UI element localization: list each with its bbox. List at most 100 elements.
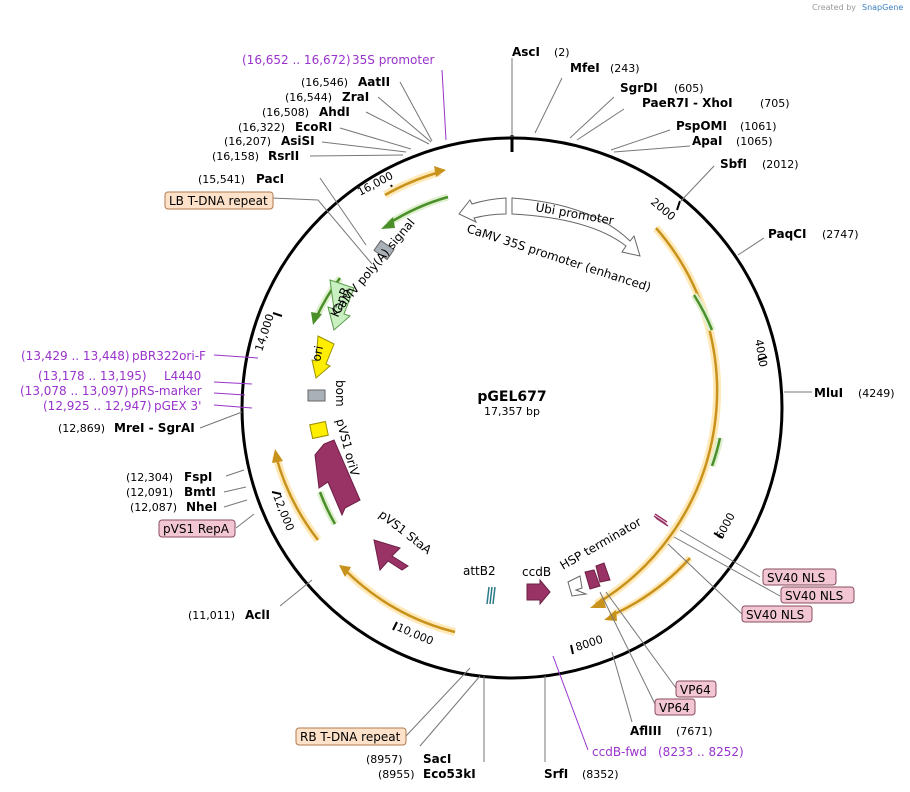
enz-nhei: NheI — [186, 500, 217, 514]
attb2-label: attB2 — [463, 564, 496, 578]
enzyme-labels: AscI (2) MfeI (243) SgrDI (605) PaeR7I -… — [58, 45, 895, 781]
primer-pbr322ori-f: pBR322ori-F — [132, 349, 206, 363]
vp64-shape-1 — [584, 569, 601, 590]
orf-arrowhead-bottom — [339, 565, 351, 577]
svg-text:(2747): (2747) — [822, 228, 859, 241]
orf-arrowhead-right — [590, 597, 606, 608]
svg-text:(8352): (8352) — [582, 768, 619, 781]
svg-text:(16,508): (16,508) — [262, 106, 309, 119]
enz-ecori: EcoRI — [295, 120, 332, 134]
svg-text:(12,304): (12,304) — [126, 471, 173, 484]
outer-orf-arcs — [272, 166, 722, 636]
pvs1-oriv-arrow — [314, 439, 361, 517]
enz-rsrii: RsrII — [268, 149, 299, 163]
orf-arc-right — [595, 227, 719, 606]
tick-8000: 8000 — [574, 633, 605, 654]
orf-arc-bottom — [344, 569, 456, 634]
plasmid-length: 17,357 bp — [484, 405, 540, 418]
sv40-nls-label-1: SV40 NLS — [767, 571, 825, 585]
svg-text:(12,091): (12,091) — [126, 486, 173, 499]
svg-text:(11,011): (11,011) — [188, 609, 235, 622]
ubi-promoter-arrow — [511, 197, 641, 257]
enz-saci: SacI — [423, 752, 451, 766]
svg-text:(16,546): (16,546) — [301, 76, 348, 89]
enz-mlui: MluI — [814, 386, 843, 400]
sv40-nls-label-2: SV40 NLS — [785, 589, 843, 603]
vp64-shape-2 — [595, 562, 611, 583]
enz-acli: AclI — [245, 608, 270, 622]
promoter-arrows — [458, 197, 641, 257]
bom-box — [307, 389, 326, 402]
pvs1-staa-arrow — [373, 539, 409, 572]
enz-eco53ki: Eco53kI — [423, 767, 476, 781]
credit-text: Created by — [812, 3, 856, 12]
camv35s-promoter-arrow — [458, 197, 507, 224]
svg-text:(16,207): (16,207) — [224, 135, 271, 148]
svg-text:(13,178 .. 13,195): (13,178 .. 13,195) — [38, 369, 147, 383]
enz-sgrdi: SgrDI — [620, 81, 658, 95]
rb-tdna-label: RB T-DNA repeat — [300, 730, 401, 744]
orf-arrowhead-left — [272, 449, 283, 463]
svg-text:(12,869): (12,869) — [58, 422, 105, 435]
attb2-mark — [486, 586, 496, 605]
svg-text:(13,429 .. 13,448): (13,429 .. 13,448) — [21, 349, 130, 363]
primer-pgex3: pGEX 3' — [154, 399, 201, 413]
svg-text:(16,544): (16,544) — [285, 91, 332, 104]
svg-text:(16,158): (16,158) — [212, 150, 259, 163]
svg-text:(2): (2) — [554, 46, 570, 59]
ccdb-label: ccdB — [522, 565, 551, 579]
svg-text:(7671): (7671) — [676, 725, 713, 738]
ccdb-arrow — [526, 578, 551, 606]
pvs1-repa-label: pVS1 RepA — [163, 522, 230, 536]
orf-arc-right-halo — [593, 225, 722, 608]
svg-text:(4249): (4249) — [858, 387, 895, 400]
primer-labels: (16,652 .. 16,672) 35S promoter (13,429 … — [20, 53, 744, 759]
primer-leaders — [213, 69, 589, 751]
enz-afliii: AflIII — [630, 724, 662, 738]
svg-text:(13,078 .. 13,097): (13,078 .. 13,097) — [20, 384, 129, 398]
orf-arc-inner — [609, 557, 691, 618]
svg-text:(2012): (2012) — [762, 158, 799, 171]
svg-text:(12,925 .. 12,947): (12,925 .. 12,947) — [43, 399, 152, 413]
primer-ccdb-fwd: ccdB-fwd — [592, 745, 647, 759]
orf-arrowhead-16000 — [434, 166, 446, 177]
camv35s-label: CaMV 35S promoter (enhanced) — [465, 222, 653, 295]
svg-text:(15,541): (15,541) — [198, 173, 245, 186]
enz-pspomi: PspOMI — [676, 119, 727, 133]
svg-text:(8955): (8955) — [378, 768, 415, 781]
enzyme-leaders — [199, 58, 812, 762]
enz-srfi: SrfI — [544, 767, 568, 781]
enz-bmti: BmtI — [184, 485, 216, 499]
enz-sbfi: SbfI — [720, 157, 747, 171]
green-arcs — [311, 193, 724, 526]
lb-tdna-label: LB T-DNA repeat — [169, 194, 268, 208]
svg-text:(8957): (8957) — [366, 753, 403, 766]
svg-text:(1061): (1061) — [740, 120, 777, 133]
boxed-feature-labels: LB T-DNA repeat pVS1 RepA RB T-DNA repea… — [158, 191, 855, 746]
enz-ahdi: AhdI — [319, 105, 350, 119]
primer-prs-marker: pRS-marker — [131, 384, 202, 398]
ori-arrow — [311, 335, 335, 379]
vp64-label-2: VP64 — [659, 701, 690, 715]
hsp-terminator-arrow — [567, 575, 588, 597]
orf-arrowhead-inner — [604, 610, 617, 621]
primer-l4440: L4440 — [164, 369, 201, 383]
enz-fspi: FspI — [184, 470, 212, 484]
enz-mrei-sgrai: MreI - SgrAI — [114, 421, 195, 435]
enz-zrai: ZraI — [342, 90, 369, 104]
svg-text:(1065): (1065) — [736, 135, 773, 148]
pvs1-oriv-box — [309, 420, 329, 440]
enz-apai: ApaI — [692, 134, 722, 148]
svg-text:(605): (605) — [674, 82, 704, 95]
enz-paer7i-xhoi: PaeR7I - XhoI — [642, 96, 733, 110]
camv-polya-box — [373, 239, 395, 261]
bom-label: bom — [333, 380, 347, 407]
enz-aatii: AatII — [358, 75, 390, 89]
feature-box-leaders — [235, 197, 781, 737]
enz-asisi: AsiSI — [281, 134, 315, 148]
ori-label: ori — [309, 344, 326, 362]
plasmid-name: pGEL677 — [477, 389, 546, 405]
svg-text:(16,322): (16,322) — [238, 121, 285, 134]
sv40-nls-marks — [653, 513, 669, 527]
tick-2000: 2000 — [648, 195, 678, 223]
